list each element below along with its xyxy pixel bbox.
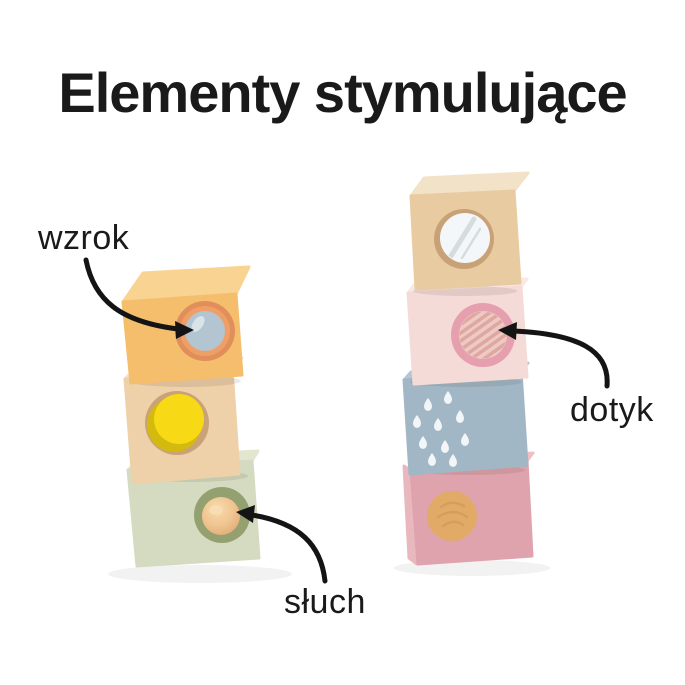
callout-arrows [83,257,610,584]
touch-arrowhead [498,322,517,340]
left-stack-shadow [108,565,292,583]
wooden-circle-inlay [427,491,477,541]
yellow-colour-disc [154,394,204,444]
block-green-sound-dome [126,449,261,568]
label-hearing: słuch [284,583,366,621]
block-wood-mirror [409,171,530,291]
label-sight: wzrok [38,219,130,257]
hearing-arrowhead [236,505,255,523]
dome-highlight [209,505,223,515]
wood-grain-lines [436,501,469,528]
label-touch: dotyk [570,391,654,429]
block-wood-yellow-disc [123,356,244,485]
sight-arrowhead [175,321,194,339]
mirror-reflection-streaks [448,216,482,260]
block-orange-kaleidoscope [121,265,251,385]
wooden-sound-dome [202,497,240,535]
touch-arrow-line [511,328,610,389]
hearing-arrow-line [249,512,328,584]
lens-highlight [191,316,205,332]
page-title: Elementy stymulujące [58,61,627,124]
sight-arrow-line [83,257,181,332]
